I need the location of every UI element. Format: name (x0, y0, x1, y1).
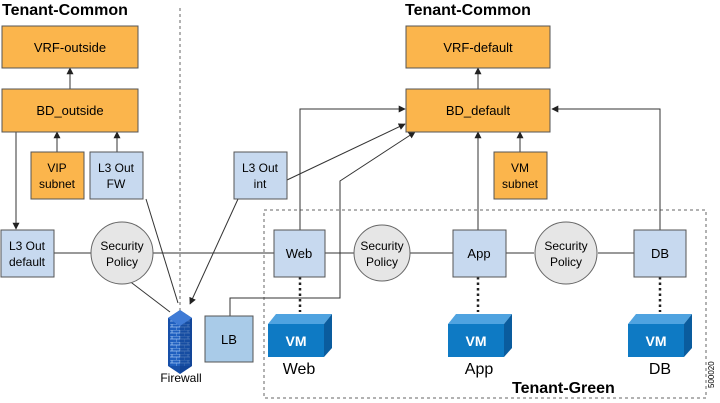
link-l3outfw-firewall (145, 198, 179, 304)
vm-subnet-box: VM subnet (493, 151, 548, 200)
svg-text:BD_default: BD_default (446, 103, 511, 118)
svg-text:BD_outside: BD_outside (36, 103, 103, 118)
svg-text:VRF-outside: VRF-outside (34, 40, 106, 55)
svg-text:Security: Security (360, 239, 403, 253)
firewall-label: Firewall (160, 371, 201, 385)
db-epg-box: DB (633, 229, 687, 278)
svg-text:App: App (467, 246, 490, 261)
vm-web-label: Web (283, 361, 316, 378)
svg-text:L3 Out: L3 Out (242, 161, 279, 175)
app-epg-box: App (452, 229, 507, 278)
vm-app-label: App (465, 361, 494, 378)
svg-text:VM: VM (646, 333, 667, 349)
svg-text:Security: Security (100, 239, 143, 253)
tenant-green-region (263, 209, 707, 399)
vm-db-label: DB (649, 361, 671, 378)
vm-db-icon: VM (628, 314, 692, 357)
svg-text:VM: VM (286, 333, 307, 349)
lb-box: LB (204, 315, 254, 363)
svg-text:int: int (254, 177, 267, 191)
vrf-default-box: VRF-default (405, 25, 551, 69)
link-lb-bd-default (229, 131, 416, 316)
l3out-int-box: L3 Out int (233, 151, 288, 200)
svg-text:Web: Web (286, 246, 313, 261)
svg-text:VIP: VIP (47, 161, 66, 175)
svg-text:VM: VM (466, 333, 487, 349)
security-policy-3: Security Policy (534, 221, 598, 285)
link-l3outint-bd-default (286, 123, 406, 181)
svg-text:Policy: Policy (106, 255, 138, 269)
svg-text:VRF-default: VRF-default (443, 40, 513, 55)
security-policy-1: Security Policy (90, 221, 154, 285)
svg-text:DB: DB (651, 246, 669, 261)
vip-subnet-box: VIP subnet (30, 151, 85, 200)
svg-text:FW: FW (107, 177, 126, 191)
tenant-common-right-title: Tenant-Common (405, 2, 531, 19)
firewall-icon (168, 310, 192, 374)
link-web-bd-default (299, 105, 406, 230)
tenant-common-left-title: Tenant-Common (2, 2, 128, 19)
l3out-fw-box: L3 Out FW (89, 151, 144, 200)
link-l3outint-firewall (189, 198, 239, 305)
svg-text:Policy: Policy (366, 255, 398, 269)
svg-text:L3 Out: L3 Out (9, 239, 46, 253)
vm-web-icon: VM (268, 314, 332, 357)
l3out-default-box: L3 Out default (0, 229, 55, 278)
svg-text:default: default (9, 255, 46, 269)
vrf-outside-box: VRF-outside (1, 25, 139, 69)
svg-text:subnet: subnet (502, 177, 539, 191)
bd-default-box: BD_default (405, 88, 551, 133)
security-policy-2: Security Policy (353, 224, 411, 282)
link-policy1-firewall (127, 279, 171, 313)
bd-outside-box: BD_outside (1, 88, 139, 133)
web-epg-box: Web (273, 229, 326, 278)
figure-number: 500020 (707, 361, 716, 388)
svg-text:LB: LB (221, 332, 237, 347)
svg-text:Policy: Policy (550, 255, 582, 269)
svg-text:Security: Security (544, 239, 587, 253)
tenant-green-title: Tenant-Green (512, 380, 615, 397)
svg-text:subnet: subnet (39, 177, 76, 191)
svg-text:VM: VM (511, 161, 529, 175)
vm-app-icon: VM (448, 314, 512, 357)
link-db-bd-default (551, 105, 661, 230)
svg-text:L3 Out: L3 Out (98, 161, 135, 175)
